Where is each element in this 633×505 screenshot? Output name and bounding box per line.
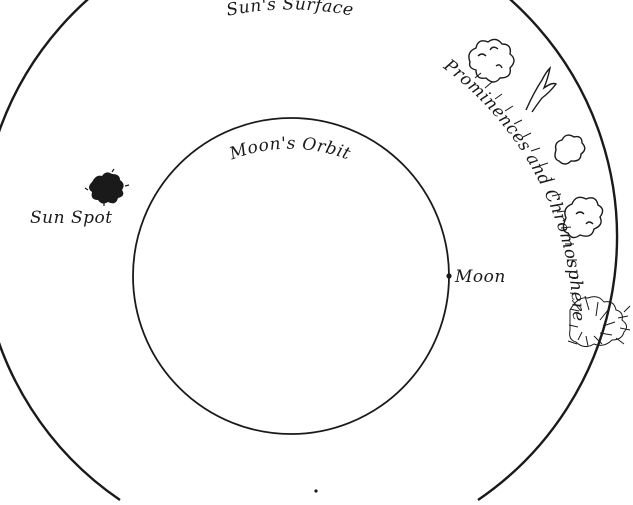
sun-spot-label: Sun Spot — [30, 208, 113, 228]
prominence-spike — [526, 68, 556, 112]
prominences-shapes — [469, 39, 603, 237]
moon-label: Moon — [454, 267, 506, 287]
moon-orbit-label: Moon's Orbit — [226, 134, 353, 165]
moon-orbit-circle — [133, 118, 449, 434]
center-mark — [314, 489, 317, 492]
sun-spot-mark — [85, 169, 129, 206]
sun-surface-label: Sun's Surface — [225, 0, 355, 21]
moon-dot — [446, 273, 451, 278]
prominence-cloud-2 — [555, 135, 585, 164]
sun-surface-circle — [0, 0, 617, 500]
